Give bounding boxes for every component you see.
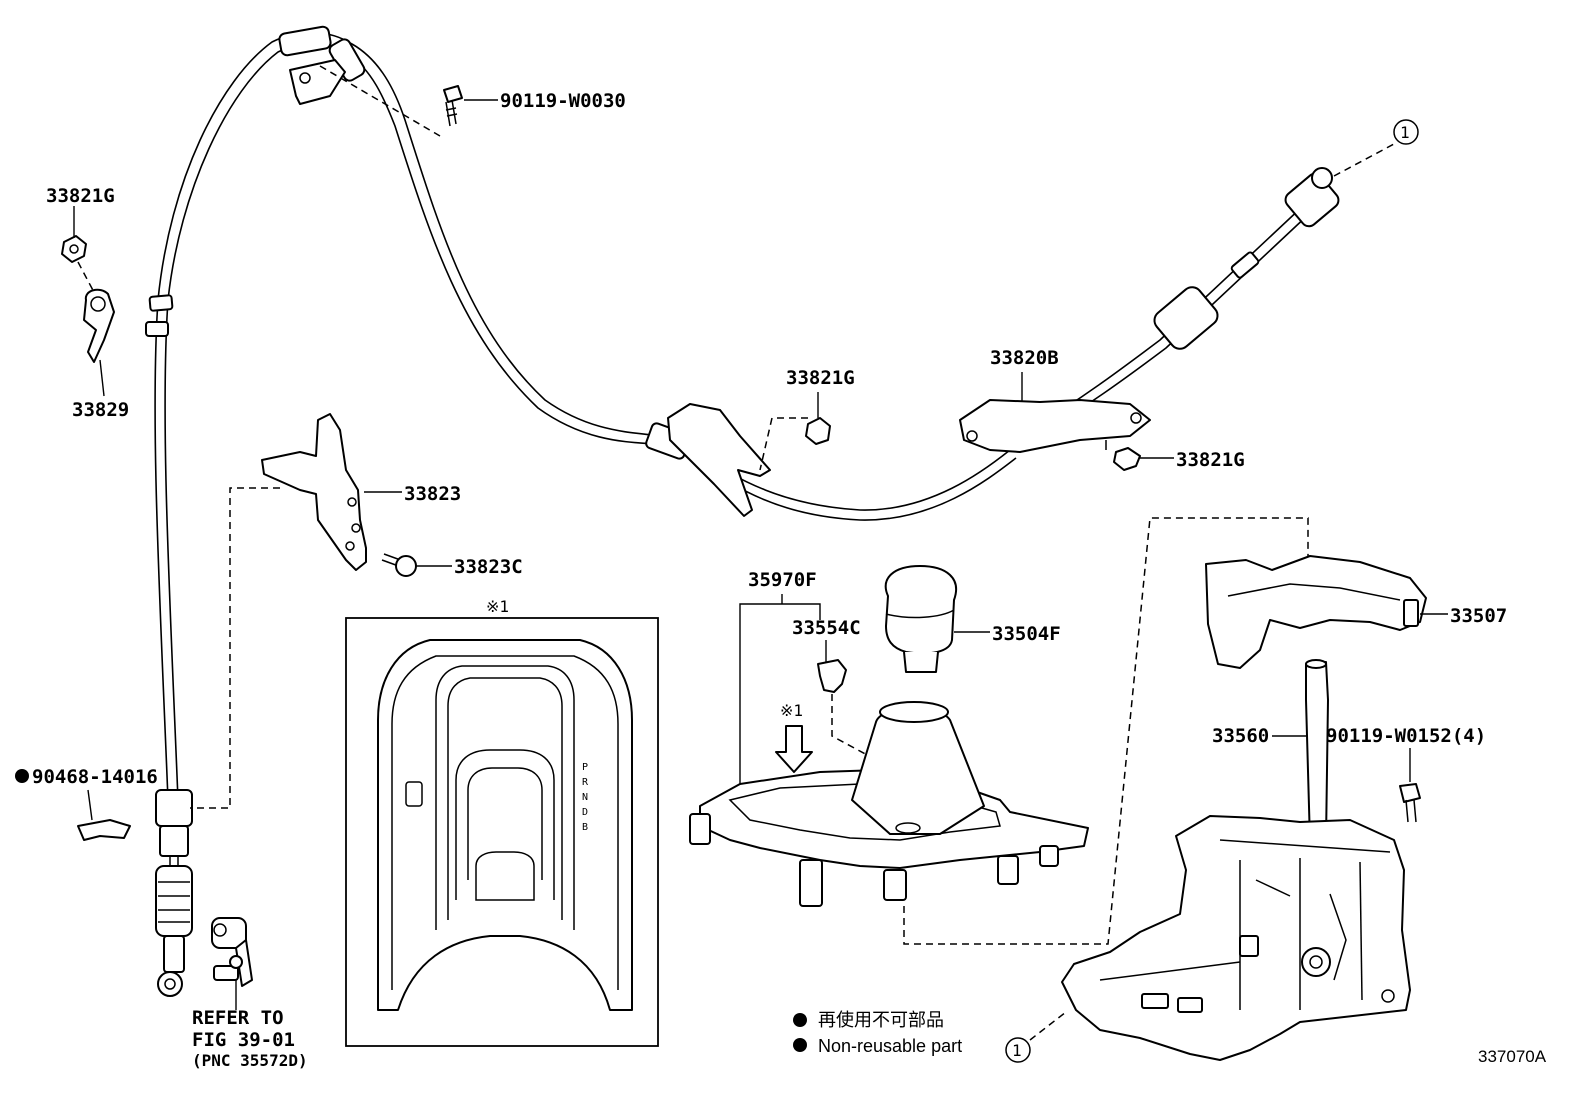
label-33560: 33560 xyxy=(1212,725,1269,747)
non-reusable-dot xyxy=(15,769,29,783)
label-33554c: 33554C xyxy=(792,617,861,639)
dash-circle-bottom xyxy=(1029,1011,1067,1041)
console-panel-35970f xyxy=(689,701,1089,907)
clip-33554c xyxy=(817,659,847,693)
inset-view-box xyxy=(345,617,659,1047)
label-35970f: 35970F xyxy=(748,569,817,591)
arrow-note-mark: ※1 xyxy=(780,701,803,720)
label-90468-14016: 90468-14016 xyxy=(32,766,158,788)
bolt-90119-w0030 xyxy=(443,85,463,127)
fitting-refer-fig xyxy=(211,917,253,987)
gear-letter: P xyxy=(582,762,588,773)
shift-knob-33504f xyxy=(884,565,957,673)
dash-panel-to-shifter xyxy=(903,517,1309,945)
ref-circle-top xyxy=(1393,119,1419,145)
gear-letter: B xyxy=(582,822,588,833)
view-arrow xyxy=(775,725,813,773)
bolt-90119-w0152 xyxy=(1399,783,1421,823)
diagram-id: 337070A xyxy=(1478,1047,1547,1066)
legend-dot-jp xyxy=(793,1013,807,1027)
ref-circle-bottom-number: 1 xyxy=(1012,1041,1022,1060)
label-33504f: 33504F xyxy=(992,623,1061,645)
dash-nut-center xyxy=(759,417,808,471)
refer-line-3: (PNC 35572D) xyxy=(192,1051,308,1070)
label-33823c: 33823C xyxy=(454,556,523,578)
gear-letter: R xyxy=(582,777,589,788)
shifter-assembly xyxy=(1061,815,1411,1061)
inset-note-mark: ※1 xyxy=(486,597,509,616)
label-33823: 33823 xyxy=(404,483,461,505)
cable-bracket-center xyxy=(667,403,771,517)
nut-33821g-center xyxy=(805,417,831,445)
dash-bracket-33823 xyxy=(190,487,280,809)
label-90119-w0152: 90119-W0152(4) xyxy=(1326,725,1486,747)
label-33821g-right: 33821G xyxy=(1176,449,1245,471)
label-90119-w0030: 90119-W0030 xyxy=(500,90,626,112)
bracket-35970f xyxy=(739,603,821,790)
bracket-33823 xyxy=(261,413,367,571)
legend-dot-en xyxy=(793,1038,807,1052)
ref-circle-bottom xyxy=(1005,1037,1031,1063)
clip-33829 xyxy=(83,288,115,363)
label-33820b: 33820B xyxy=(990,347,1059,369)
label-33821g-left: 33821G xyxy=(46,185,115,207)
dash-nut-left xyxy=(77,261,97,297)
clip-90468-14016 xyxy=(77,819,131,841)
indicator-housing-33507 xyxy=(1205,555,1427,669)
bolt-33823c xyxy=(381,553,417,577)
nut-33821g-right xyxy=(1113,447,1141,471)
label-33829: 33829 xyxy=(72,399,129,421)
cable-bracket-upper xyxy=(289,59,346,105)
ref-circle-top-number: 1 xyxy=(1400,123,1410,142)
refer-line-2: FIG 39-01 xyxy=(192,1029,295,1051)
legend-jp: 再使用不可部品 xyxy=(818,1010,944,1030)
label-33821g-center: 33821G xyxy=(786,367,855,389)
shift-lever-33560 xyxy=(1305,659,1329,843)
dash-circle-top xyxy=(1333,143,1395,177)
gear-letter: N xyxy=(582,792,588,803)
plate-33820b xyxy=(959,399,1151,453)
gear-letter: D xyxy=(582,807,588,818)
refer-line-1: REFER TO xyxy=(192,1007,284,1029)
legend-en: Non-reusable part xyxy=(818,1036,962,1056)
label-33507: 33507 xyxy=(1450,605,1507,627)
nut-33821g-left xyxy=(61,235,87,263)
